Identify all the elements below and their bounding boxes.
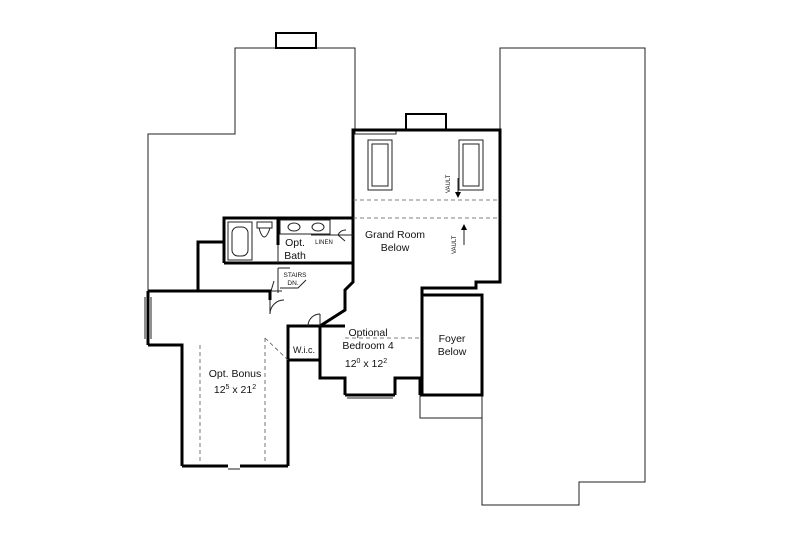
opt-bedroom-label: Optional bbox=[348, 327, 387, 339]
openings bbox=[144, 297, 393, 470]
skylights bbox=[367, 139, 484, 191]
opt-bonus-label: Opt. Bonus bbox=[209, 368, 262, 380]
chimney-grand-room bbox=[405, 113, 447, 131]
stairs-dn-label: DN. bbox=[287, 280, 298, 287]
roof-outline bbox=[147, 47, 646, 506]
opt-bedroom-dimensions: 120 x 122 bbox=[345, 358, 387, 370]
room-labels: Grand Room Below VAULT VAULT Opt. Bath L… bbox=[209, 174, 467, 396]
vault-lower-label: VAULT bbox=[452, 235, 458, 254]
wic-label: W.i.c. bbox=[293, 345, 315, 355]
opt-bath-label-2: Bath bbox=[284, 250, 306, 262]
bath-block bbox=[196, 216, 353, 291]
vault-upper-label: VAULT bbox=[446, 174, 452, 193]
grand-room-below-label: Below bbox=[381, 242, 410, 254]
opt-bonus-dimensions: 125 x 212 bbox=[214, 384, 256, 396]
grand-room-walls bbox=[351, 128, 502, 295]
foyer-walls bbox=[420, 293, 484, 397]
foyer-below-label: Below bbox=[438, 346, 467, 358]
opt-bedroom-label-2: Bedroom 4 bbox=[342, 340, 394, 352]
stairs-label: STAIRS bbox=[284, 272, 308, 279]
grand-room-label: Grand Room bbox=[365, 229, 425, 241]
upper-floor-walls bbox=[146, 263, 422, 468]
foyer-label: Foyer bbox=[439, 333, 466, 345]
chimney-top bbox=[275, 32, 317, 49]
opt-bath-label: Opt. bbox=[285, 237, 305, 249]
linen-label: LINEN bbox=[315, 240, 333, 246]
vault-arrows bbox=[455, 178, 467, 245]
